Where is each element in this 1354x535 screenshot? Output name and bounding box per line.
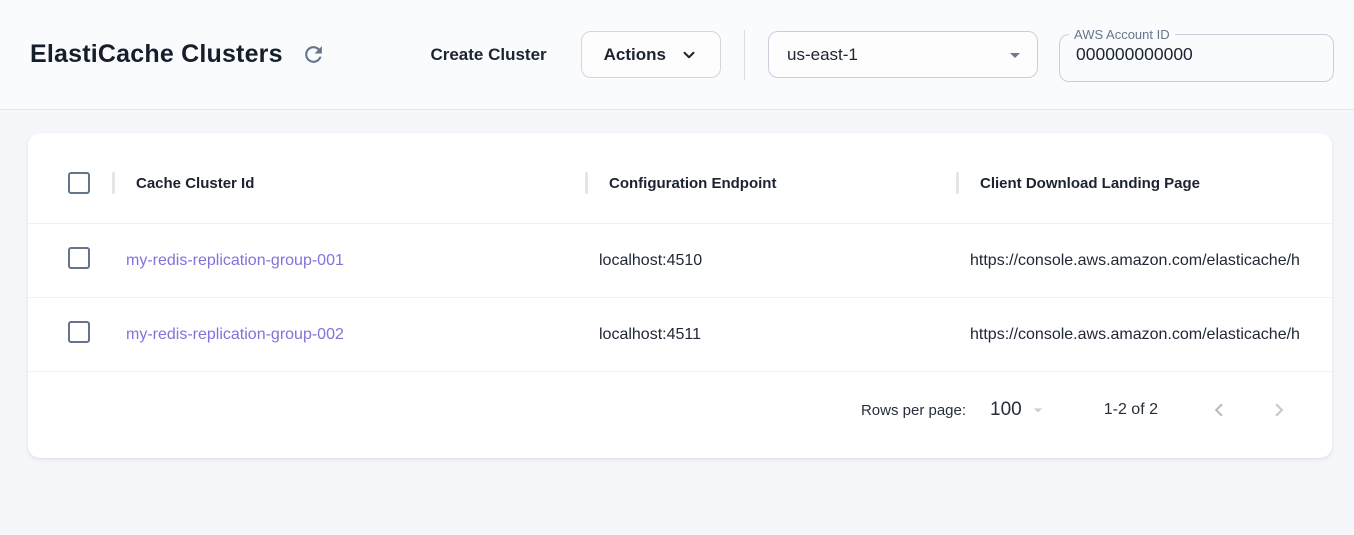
region-select-value: us-east-1 [787, 45, 858, 65]
cell-landing-page: https://console.aws.amazon.com/elasticac… [956, 326, 1332, 344]
column-resize-handle[interactable] [956, 172, 959, 194]
cluster-link[interactable]: my-redis-replication-group-002 [126, 326, 344, 343]
create-cluster-button[interactable]: Create Cluster [422, 35, 554, 75]
page-title: ElastiCache Clusters [30, 40, 283, 69]
row-checkbox[interactable] [68, 321, 90, 343]
row-select-cell [28, 321, 112, 348]
chevron-down-icon [680, 46, 698, 64]
caret-down-icon [1003, 43, 1027, 67]
aws-account-id-input[interactable] [1060, 42, 1310, 65]
column-header-label: Configuration Endpoint [609, 175, 776, 192]
cell-cache-cluster-id: my-redis-replication-group-001 [112, 252, 585, 270]
column-header-label: Client Download Landing Page [980, 175, 1200, 192]
actions-button-label: Actions [604, 45, 666, 65]
rows-per-page-select[interactable]: 100 [990, 399, 1048, 421]
column-header-label: Cache Cluster Id [136, 175, 254, 192]
table-header-row: Cache Cluster Id Configuration Endpoint … [28, 133, 1332, 224]
previous-page-button[interactable] [1206, 397, 1232, 423]
pagination-range: 1-2 of 2 [1104, 401, 1158, 419]
page-header: ElastiCache Clusters Create Cluster Acti… [0, 0, 1354, 110]
aws-account-id-field: AWS Account ID [1059, 28, 1334, 82]
column-resize-handle[interactable] [585, 172, 588, 194]
header-divider [744, 30, 745, 80]
table-row: my-redis-replication-group-002 localhost… [28, 298, 1332, 372]
actions-button[interactable]: Actions [581, 31, 721, 78]
main-content: Cache Cluster Id Configuration Endpoint … [0, 110, 1354, 458]
aws-account-id-label: AWS Account ID [1069, 28, 1175, 42]
rows-per-page-label: Rows per page: [861, 402, 966, 419]
clusters-table-card: Cache Cluster Id Configuration Endpoint … [28, 133, 1332, 458]
select-all-cell [28, 172, 112, 194]
header-controls: Create Cluster Actions us-east-1 AWS Acc… [422, 28, 1334, 82]
select-all-checkbox[interactable] [68, 172, 90, 194]
refresh-button[interactable] [301, 42, 327, 68]
rows-per-page-value: 100 [990, 399, 1022, 421]
row-checkbox[interactable] [68, 247, 90, 269]
title-group: ElastiCache Clusters [30, 40, 327, 69]
cell-cache-cluster-id: my-redis-replication-group-002 [112, 326, 585, 344]
cell-landing-page: https://console.aws.amazon.com/elasticac… [956, 252, 1332, 270]
chevron-right-icon [1266, 397, 1292, 423]
column-header-cache-cluster-id: Cache Cluster Id [112, 172, 585, 194]
column-resize-handle[interactable] [112, 172, 115, 194]
cluster-link[interactable]: my-redis-replication-group-001 [126, 252, 344, 269]
cell-configuration-endpoint: localhost:4511 [585, 326, 956, 344]
region-select[interactable]: us-east-1 [768, 31, 1038, 78]
column-header-configuration-endpoint: Configuration Endpoint [585, 172, 956, 194]
row-select-cell [28, 247, 112, 274]
caret-down-icon [1028, 400, 1048, 420]
refresh-icon [301, 42, 326, 67]
column-header-client-download-landing-page: Client Download Landing Page [956, 172, 1332, 194]
table-row: my-redis-replication-group-001 localhost… [28, 224, 1332, 298]
table-pagination: Rows per page: 100 1-2 of 2 [28, 372, 1332, 458]
chevron-left-icon [1206, 397, 1232, 423]
next-page-button[interactable] [1266, 397, 1292, 423]
cell-configuration-endpoint: localhost:4510 [585, 252, 956, 270]
